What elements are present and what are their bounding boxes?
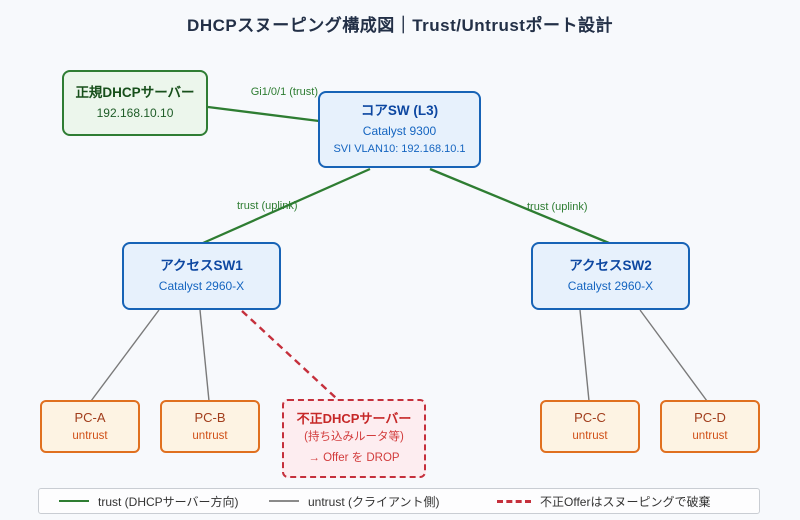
core-sw-svi: SVI VLAN10: 192.168.10.1 bbox=[333, 142, 466, 155]
node-rogue-dhcp: 不正DHCPサーバー (持ち込みルータ等) → Offer を DROP bbox=[282, 399, 426, 478]
node-pc-c: PC-C untrust bbox=[540, 400, 640, 453]
edge-untrust-sw1-pcb bbox=[199, 309, 210, 402]
core-sw-title: コアSW (L3) bbox=[360, 103, 439, 119]
pc-d-title: PC-D bbox=[694, 409, 726, 425]
node-pc-b: PC-B untrust bbox=[160, 400, 260, 453]
edge-untrust-sw2-pcc bbox=[579, 309, 590, 402]
pc-c-port-mode: untrust bbox=[572, 429, 608, 442]
pc-a-title: PC-A bbox=[74, 409, 106, 425]
legend-drop-label: 不正Offerはスヌーピングで破棄 bbox=[540, 494, 711, 509]
node-access-sw1: アクセスSW1 Catalyst 2960-X bbox=[122, 242, 281, 310]
edge-trust-server-core bbox=[207, 105, 320, 123]
edge-untrust-sw2-pcd bbox=[639, 309, 708, 402]
rogue-dhcp-action: → Offer を DROP bbox=[308, 452, 400, 465]
legend-untrust-label: untrust (クライアント側) bbox=[308, 494, 440, 509]
dhcp-server-ip: 192.168.10.10 bbox=[96, 106, 174, 121]
rogue-dhcp-note: (持ち込みルータ等) bbox=[304, 431, 404, 444]
access-sw2-title: アクセスSW2 bbox=[569, 258, 652, 274]
pc-d-port-mode: untrust bbox=[692, 429, 728, 442]
pc-b-title: PC-B bbox=[194, 409, 226, 425]
legend-item-drop: 不正Offerはスヌーピングで破棄 bbox=[497, 489, 710, 513]
legend-bar: trust (DHCPサーバー方向) untrust (クライアント側) 不正O… bbox=[38, 488, 760, 514]
edge-untrust-sw1-pca bbox=[90, 309, 160, 402]
node-dhcp-server: 正規DHCPサーバー 192.168.10.10 bbox=[62, 70, 208, 136]
pc-c-title: PC-C bbox=[574, 409, 606, 425]
access-sw1-model: Catalyst 2960-X bbox=[158, 279, 245, 294]
edge-trust-core-sw2 bbox=[429, 167, 610, 245]
edge-trust-core-sw1 bbox=[202, 167, 371, 245]
page-title: DHCPスヌーピング構成図｜Trust/Untrustポート設計 bbox=[187, 16, 613, 35]
untrust-line-swatch bbox=[269, 500, 299, 502]
legend-trust-label: trust (DHCPサーバー方向) bbox=[98, 494, 239, 509]
legend-item-trust: trust (DHCPサーバー方向) bbox=[59, 489, 239, 513]
node-pc-a: PC-A untrust bbox=[40, 400, 140, 453]
core-sw-model: Catalyst 9300 bbox=[362, 124, 437, 139]
edge-label-trust-uplink-left: trust (uplink) bbox=[237, 200, 298, 212]
edge-label-trust-uplink-right: trust (uplink) bbox=[527, 201, 588, 213]
node-pc-d: PC-D untrust bbox=[660, 400, 760, 453]
legend-item-untrust: untrust (クライアント側) bbox=[269, 489, 440, 513]
drop-line-swatch bbox=[497, 499, 531, 503]
rogue-dhcp-title: 不正DHCPサーバー bbox=[296, 411, 412, 427]
dhcp-server-title: 正規DHCPサーバー bbox=[75, 85, 195, 101]
trust-line-swatch bbox=[59, 500, 89, 502]
node-core-sw: コアSW (L3) Catalyst 9300 SVI VLAN10: 192.… bbox=[318, 91, 481, 168]
pc-b-port-mode: untrust bbox=[192, 429, 228, 442]
pc-a-port-mode: untrust bbox=[72, 429, 108, 442]
edge-label-gi101-trust: Gi1/0/1 (trust) bbox=[250, 86, 318, 98]
access-sw2-model: Catalyst 2960-X bbox=[567, 279, 654, 294]
node-access-sw2: アクセスSW2 Catalyst 2960-X bbox=[531, 242, 690, 310]
access-sw1-title: アクセスSW1 bbox=[160, 258, 243, 274]
edge-rogue-offer-drop bbox=[241, 310, 337, 399]
